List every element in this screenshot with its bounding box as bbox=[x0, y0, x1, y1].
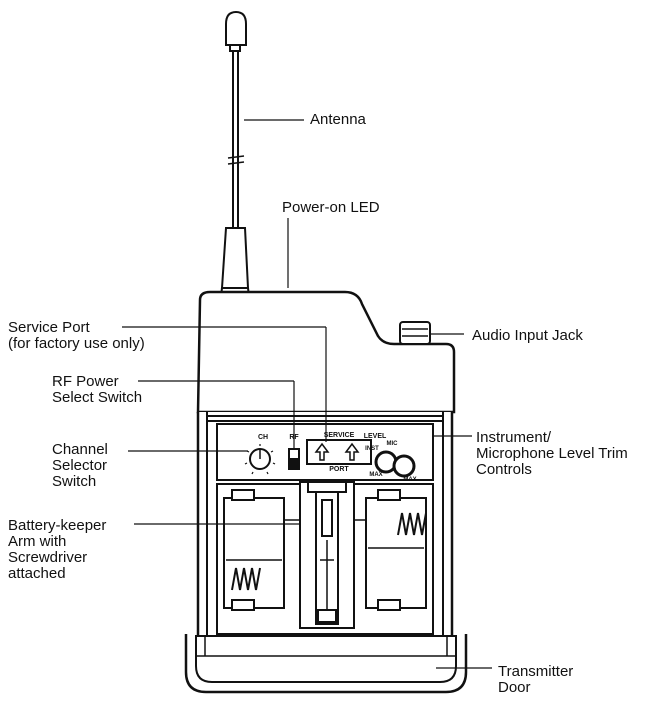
label-door: Transmitter Door bbox=[498, 663, 574, 696]
control-panel: CH RF SERVICE PORT LEVEL INST MIC MAX MA… bbox=[216, 423, 434, 483]
panel-max2-label: MAX bbox=[403, 477, 416, 483]
label-level-controls: Instrument/ Microphone Level Trim Contro… bbox=[476, 429, 628, 478]
panel-max1-label: MAX bbox=[369, 472, 382, 478]
panel-port-label: PORT bbox=[329, 466, 349, 473]
label-antenna: Antenna bbox=[310, 111, 366, 128]
panel-mic-label: MIC bbox=[387, 441, 399, 447]
panel-inst-label: INST bbox=[365, 446, 379, 452]
audio-input-jack bbox=[399, 321, 431, 345]
label-service-port: Service Port (for factory use only) bbox=[8, 319, 145, 352]
label-rf-switch: RF Power Select Switch bbox=[52, 373, 143, 406]
battery-compartment bbox=[216, 481, 434, 635]
panel-level-label: LEVEL bbox=[364, 433, 387, 440]
label-channel-switch: Channel Selector Switch bbox=[52, 441, 108, 490]
leader-lines bbox=[122, 119, 492, 669]
label-audio-jack: Audio Input Jack bbox=[472, 327, 583, 344]
panel-ch-label: CH bbox=[258, 434, 268, 441]
transmitter-door bbox=[184, 634, 468, 694]
label-power-led: Power-on LED bbox=[282, 199, 380, 216]
antenna bbox=[219, 10, 251, 297]
label-battery-arm: Battery-keeper Arm with Screwdriver atta… bbox=[8, 517, 107, 582]
panel-service-label: SERVICE bbox=[324, 432, 355, 439]
